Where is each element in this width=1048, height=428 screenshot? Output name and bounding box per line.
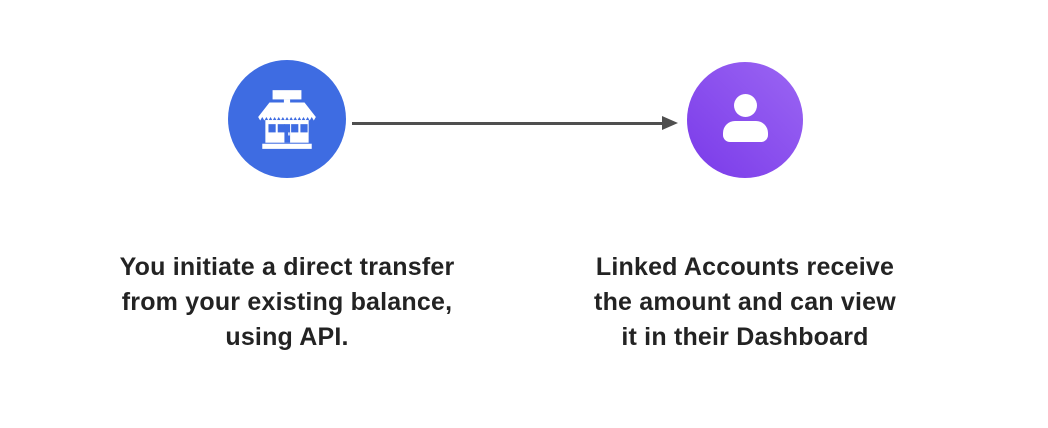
person-body-shape [722, 121, 768, 142]
person-icon [722, 94, 768, 146]
linked-accounts-caption-line-3: it in their Dashboard [621, 323, 869, 351]
linked-accounts-caption: Linked Accounts receive the amount and c… [535, 250, 955, 355]
merchant-caption: You initiate a direct transfer from your… [77, 250, 497, 355]
linked-account-circle [687, 62, 803, 178]
person-head-shape [733, 94, 757, 117]
transfer-arrow [352, 116, 678, 130]
right-arrow-icon [662, 116, 678, 130]
arrow-line [352, 122, 664, 125]
merchant-caption-line-2: from your existing balance, [121, 288, 453, 316]
linked-accounts-caption-line-2: the amount and can view [594, 288, 896, 316]
linked-accounts-caption-line-1: Linked Accounts receive [595, 253, 895, 281]
merchant-caption-line-1: You initiate a direct transfer [119, 253, 455, 281]
merchant-circle [228, 60, 346, 178]
storefront-icon [253, 89, 321, 149]
merchant-caption-line-3: using API. [225, 323, 349, 351]
